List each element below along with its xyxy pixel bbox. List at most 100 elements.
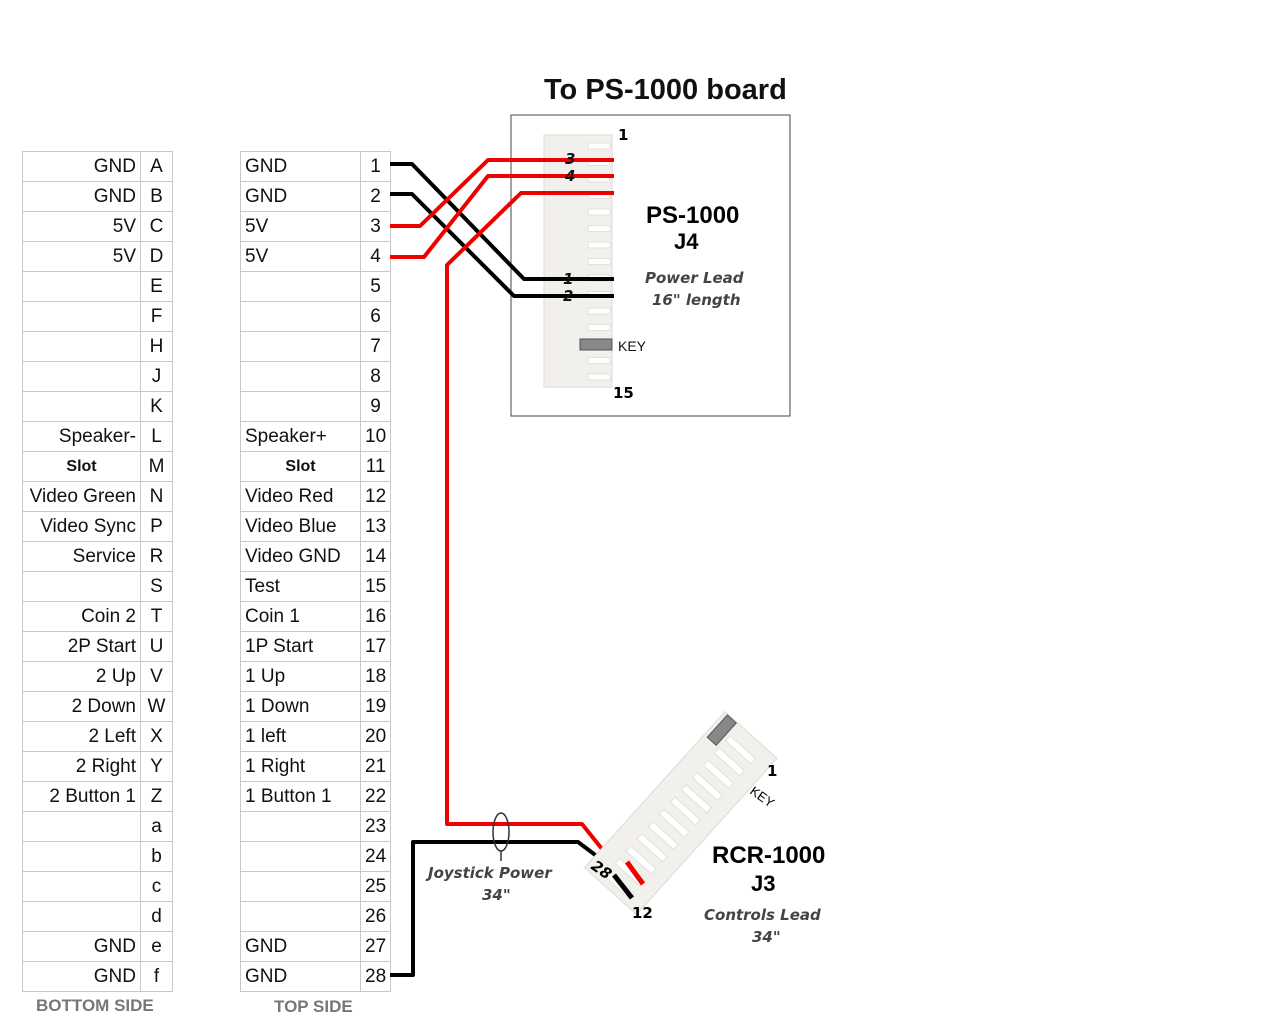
- rcr1000-name: RCR-1000: [712, 842, 825, 869]
- bottom_side-pin-label: 2P Start: [22, 631, 141, 662]
- bottom_side-pin-row: d: [22, 901, 173, 932]
- bottom_side-pin-row: J: [22, 361, 173, 392]
- rcr1000-contact-slot: [691, 771, 724, 802]
- top_side-pin-label: Test: [240, 571, 361, 602]
- bottom_side-pin-label: Coin 2: [22, 601, 141, 632]
- top_side-pin-label: 1 Button 1: [240, 781, 361, 812]
- top_side-pin-row: Speaker+10: [240, 421, 392, 452]
- top_side-pin-number: 25: [359, 871, 392, 902]
- top_side-pin-label: [240, 361, 361, 392]
- rcr1000-contact-slot: [724, 734, 757, 765]
- ps1000-connector: [543, 134, 613, 388]
- top_side-pin-label: Slot: [240, 451, 361, 482]
- rcr1000-pin-last: 12: [632, 904, 653, 922]
- wire-joystick-power: [445, 191, 604, 851]
- top_side-pin-label: 1 left: [240, 721, 361, 752]
- top_side-pin-number: 14: [359, 541, 392, 572]
- ps1000-wire-label-1: 1: [563, 270, 573, 288]
- bottom_side-pin-number: C: [140, 211, 173, 242]
- bottom_side-pin-label: GND: [22, 931, 141, 962]
- rcr1000-key-block: [706, 714, 737, 746]
- top_side-pin-row: 6: [240, 301, 392, 332]
- ps1000-contact-slot: [587, 142, 611, 150]
- bottom_side-pin-label: 5V: [22, 211, 141, 242]
- ps1000-name: PS-1000: [646, 202, 739, 229]
- bottom_side-pin-number: Z: [140, 781, 173, 812]
- rcr1000-length-label: 34": [752, 928, 781, 946]
- top_side-pin-label: Coin 1: [240, 601, 361, 632]
- top_side-pin-number: 2: [359, 181, 392, 212]
- top_side-pin-number: 10: [359, 421, 392, 452]
- wire-gnd-2: [390, 192, 557, 298]
- bottom_side-pin-number: F: [140, 301, 173, 332]
- rcr1000-pin-first: 1: [767, 762, 777, 780]
- bottom_side-pin-label: [22, 571, 141, 602]
- bottom_side-pin-row: F: [22, 301, 173, 332]
- top_side-pin-label: 1 Down: [240, 691, 361, 722]
- top_side-pin-label: 5V: [240, 241, 361, 272]
- wire-gnd-1: [390, 162, 557, 281]
- top_side-pin-label: [240, 811, 361, 842]
- bottom_side-pin-number: a: [140, 811, 173, 842]
- rcr1000-contact-slot: [680, 784, 712, 814]
- bottom_side-pin-number: V: [140, 661, 173, 692]
- bottom_side-pin-row: E: [22, 271, 173, 302]
- top_side-pin-label: [240, 841, 361, 872]
- rcr1000-contact-slot: [702, 759, 735, 789]
- bottom_side-pin-number: X: [140, 721, 173, 752]
- bottom_side-pin-label: 5V: [22, 241, 141, 272]
- top_side-pin-label: Speaker+: [240, 421, 361, 452]
- ps1000-key-label: KEY: [618, 338, 647, 354]
- rcr1000-connector-label: J3: [751, 871, 775, 896]
- bottom_side-pin-number: S: [140, 571, 173, 602]
- top_side-pin-label: Video Red: [240, 481, 361, 512]
- rcr1000-key-label: KEY: [747, 783, 777, 810]
- top_side-pin-label: GND: [240, 961, 361, 992]
- top_side-pin-row: 25: [240, 871, 392, 902]
- bottom_side-pin-number: H: [140, 331, 173, 362]
- top_side-pin-label: 1P Start: [240, 631, 361, 662]
- bottom_side-pin-row: Speaker-L: [22, 421, 173, 452]
- bottom_side-pin-number: P: [140, 511, 173, 542]
- bottom_side-pin-label: Slot: [22, 451, 141, 482]
- bottom_side-pin-number: A: [140, 151, 173, 182]
- ps1000-contact-slot: [587, 208, 611, 216]
- top_side-pin-number: 13: [359, 511, 392, 542]
- rcr1000-contact-slot: [658, 808, 690, 838]
- bottom_side-pin-number: R: [140, 541, 173, 572]
- bottom_side-pin-label: 2 Left: [22, 721, 141, 752]
- ps1000-connector-label: J4: [674, 229, 699, 254]
- ps1000-contact-slot: [587, 258, 611, 265]
- top_side-pin-label: 1 Up: [240, 661, 361, 692]
- top_side-pin-number: 27: [359, 931, 392, 962]
- bottom_side-pin-label: GND: [22, 961, 141, 992]
- top_side-pin-number: 16: [359, 601, 392, 632]
- bottom_side-pin-number: E: [140, 271, 173, 302]
- ps1000-pin-last: 15: [613, 384, 634, 402]
- bottom_side-pin-label: [22, 301, 141, 332]
- top_side-pin-number: 1: [359, 151, 392, 182]
- ps1000-pin-first: 1: [618, 126, 628, 144]
- top_side-pin-number: 21: [359, 751, 392, 782]
- top_side-pin-number: 15: [359, 571, 392, 602]
